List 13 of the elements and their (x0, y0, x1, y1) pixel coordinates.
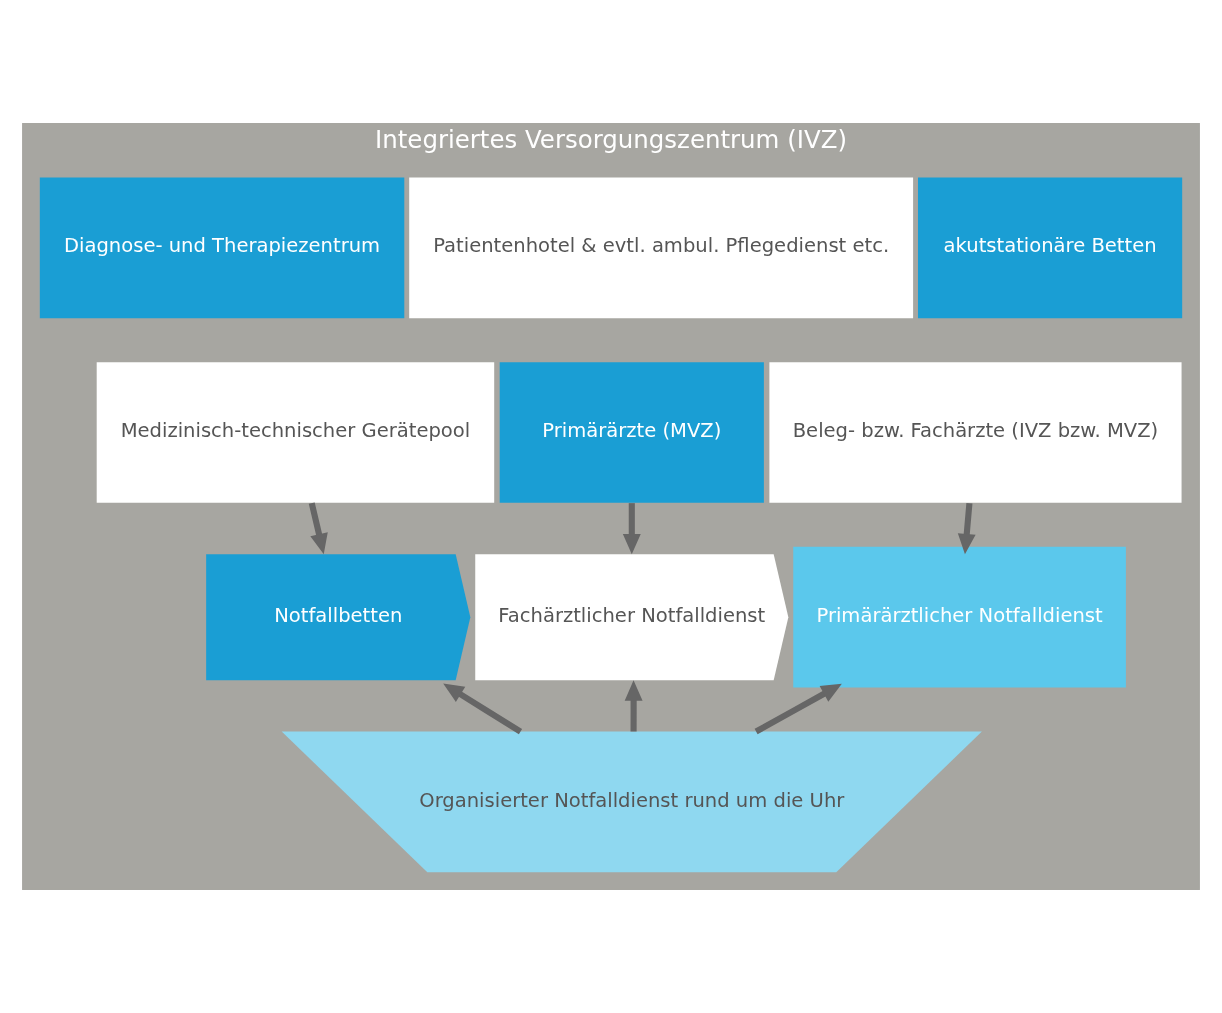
node-box: Beleg- bzw. Fachärzte (IVZ bzw. MVZ) (769, 362, 1182, 503)
arrow (308, 502, 328, 555)
node-box: akutstationäre Betten (918, 177, 1183, 319)
node-box: Primärärztlicher Notfalldienst (793, 546, 1126, 688)
node-box: Primärärzte (MVZ) (499, 362, 764, 503)
node-box: Patientenhotel & evtl. ambul. Pflegedienst etc. (409, 177, 914, 319)
arrow (622, 503, 641, 555)
node-box: Medizinisch-technischer Gerätepool (96, 362, 495, 503)
arrow (957, 502, 976, 555)
arrow (754, 683, 842, 735)
arrow (443, 683, 523, 735)
arrow (624, 680, 643, 732)
node-box: Diagnose- und Therapiezentrum (39, 177, 405, 319)
